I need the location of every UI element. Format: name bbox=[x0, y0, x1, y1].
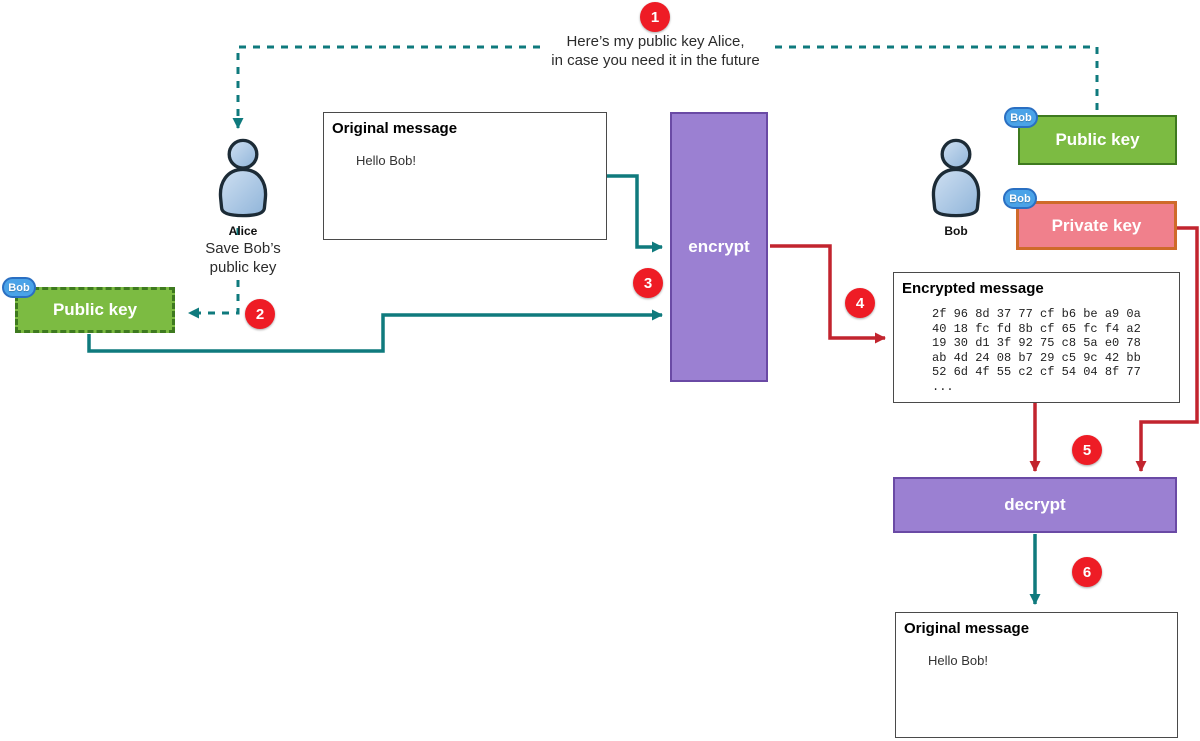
public-key-label: Public key bbox=[52, 300, 138, 319]
arrow-save-to-public-key bbox=[188, 280, 240, 319]
step-badge-6: 6 bbox=[1072, 557, 1102, 587]
save-key-note: Save Bob’s public key bbox=[173, 239, 313, 277]
bob-public-key-badge: Bob bbox=[1004, 107, 1038, 128]
encrypt-box: encrypt bbox=[670, 112, 768, 382]
line-note-to-bob-public-key bbox=[775, 45, 1099, 112]
step-badge-5: 5 bbox=[1072, 435, 1102, 465]
alice-public-key-box: Public key bbox=[15, 287, 175, 333]
original-message-title: Original message bbox=[904, 620, 1030, 637]
step-number: 5 bbox=[1082, 441, 1092, 459]
top-note-line1: Here’s my public key Alice, bbox=[566, 33, 745, 50]
encrypt-label: encrypt bbox=[688, 237, 750, 256]
decrypt-label: decrypt bbox=[1004, 495, 1066, 514]
decrypt-box: decrypt bbox=[893, 477, 1177, 533]
original-message-body: Hello Bob! bbox=[356, 153, 416, 168]
bob-private-key-badge: Bob bbox=[1003, 188, 1037, 209]
step-badge-4: 4 bbox=[845, 288, 875, 318]
step-number: 2 bbox=[255, 305, 265, 323]
save-key-note-line1: Save Bob’s bbox=[205, 240, 281, 257]
badge-label: Bob bbox=[1010, 111, 1032, 124]
hex-line: ab 4d 24 08 b7 29 c5 9c 42 bb bbox=[932, 350, 1141, 365]
private-key-label: Private key bbox=[1051, 215, 1142, 235]
arrow-note-to-alice bbox=[232, 45, 540, 129]
bob-private-key-box: Private key bbox=[1016, 201, 1177, 250]
original-message-title: Original message bbox=[332, 120, 458, 137]
original-message-bottom-box: Original message Hello Bob! bbox=[895, 612, 1178, 738]
step-badge-2: 2 bbox=[245, 299, 275, 329]
step-number: 6 bbox=[1082, 563, 1092, 581]
hex-line: 40 18 fc fd 8b cf 65 fc f4 a2 bbox=[932, 321, 1141, 336]
hex-line: ... bbox=[932, 379, 954, 394]
step-badge-3: 3 bbox=[633, 268, 663, 298]
original-message-top-box: Original message Hello Bob! bbox=[323, 112, 607, 240]
save-key-note-line2: public key bbox=[209, 259, 277, 276]
step-number: 4 bbox=[855, 294, 865, 312]
hex-line: 19 30 d1 3f 92 75 c8 5a e0 78 bbox=[932, 336, 1141, 350]
encrypted-message-box: Encrypted message 2f 96 8d 37 77 cf b6 b… bbox=[893, 272, 1180, 403]
bob-person-icon bbox=[931, 138, 981, 218]
badge-label: Bob bbox=[8, 281, 30, 294]
step-number: 3 bbox=[643, 274, 653, 292]
alice-person-icon bbox=[218, 138, 268, 218]
bob-key-badge: Bob bbox=[2, 277, 36, 298]
public-key-label: Public key bbox=[1055, 130, 1140, 149]
top-note-line2: in case you need it in the future bbox=[551, 52, 760, 69]
step-number: 1 bbox=[650, 8, 660, 26]
badge-label: Bob bbox=[1009, 192, 1031, 205]
hex-line: 52 6d 4f 55 c2 cf 54 04 8f 77 bbox=[932, 365, 1141, 379]
bob-name-label: Bob bbox=[944, 224, 968, 238]
encrypted-message-title: Encrypted message bbox=[902, 280, 1044, 297]
arrow-public-key-to-encrypt bbox=[87, 309, 663, 353]
alice-name-label: Alice bbox=[228, 224, 258, 238]
step-badge-1: 1 bbox=[640, 2, 670, 32]
bob-figure: Bob bbox=[924, 138, 988, 238]
bob-public-key-box: Public key bbox=[1018, 115, 1177, 165]
original-message-body: Hello Bob! bbox=[928, 653, 988, 668]
alice-figure: Alice bbox=[211, 138, 275, 238]
arrow-private-key-to-decrypt bbox=[1135, 226, 1199, 472]
arrow-encrypt-to-encrypted-message bbox=[770, 244, 886, 344]
encrypted-message-hex: 2f 96 8d 37 77 cf b6 be a9 0a 40 18 fc f… bbox=[932, 307, 1179, 394]
hex-line: 2f 96 8d 37 77 cf b6 be a9 0a bbox=[932, 307, 1141, 321]
top-note: Here’s my public key Alice, in case you … bbox=[528, 32, 783, 70]
arrow-message-to-encrypt bbox=[607, 174, 663, 253]
